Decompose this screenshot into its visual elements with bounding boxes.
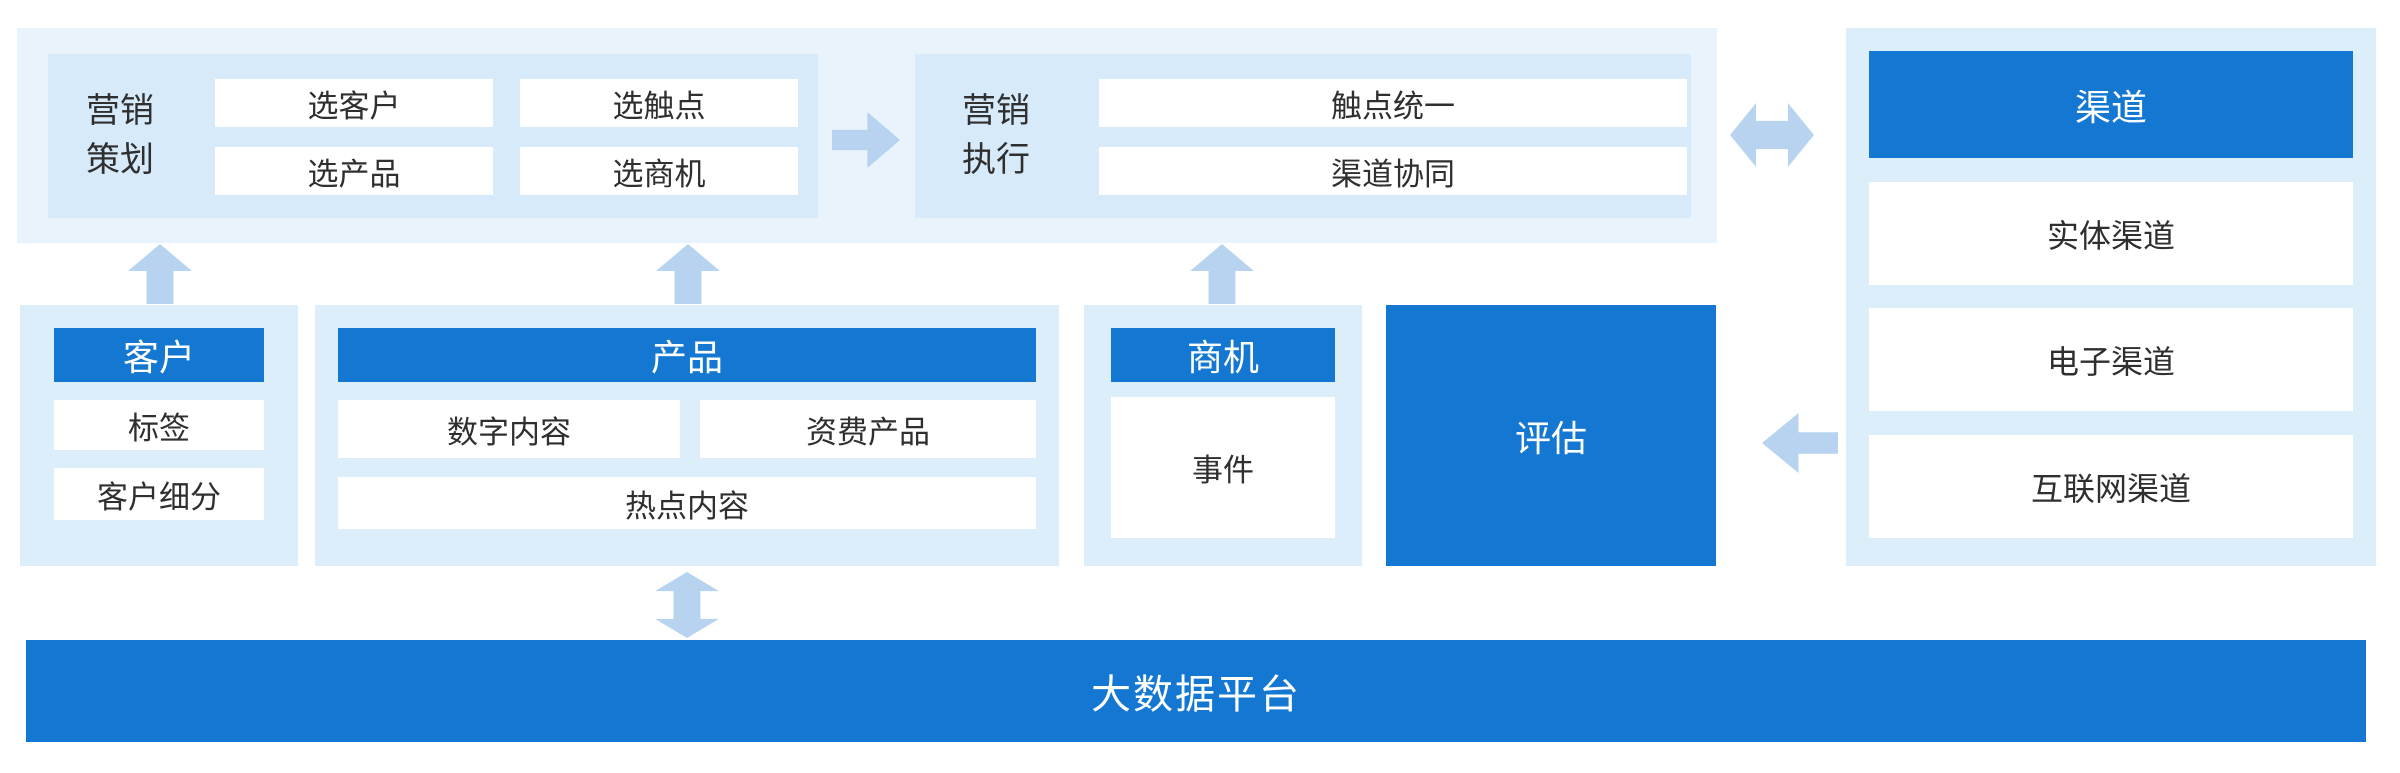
opportunity-item-event: 事件 [1111, 397, 1335, 538]
channel-header: 渠道 [1869, 51, 2353, 158]
product-item-digital-content: 数字内容 [338, 400, 680, 458]
customer-item-segmentation: 客户细分 [54, 468, 264, 520]
opportunity-group: 商机 事件 [1084, 305, 1362, 566]
marketing-planning-label-line2: 策划 [86, 141, 154, 179]
execution-item-touchpoint-unification: 触点统一 [1099, 79, 1687, 127]
evaluation-block: 评估 [1386, 305, 1716, 566]
customer-item-tags: 标签 [54, 400, 264, 450]
planning-item-select-opportunity: 选商机 [520, 147, 798, 195]
product-group: 产品 数字内容 资费产品 热点内容 [315, 305, 1059, 566]
product-header: 产品 [338, 328, 1036, 382]
top-band: 营销 策划 选客户 选触点 选产品 选商机 营销 执行 触点统一 渠道协同 [17, 28, 1717, 243]
opportunity-up-arrow-icon [1190, 244, 1254, 304]
channel-item-internet: 互联网渠道 [1869, 435, 2353, 538]
marketing-execution-label-line1: 营销 [962, 91, 1030, 130]
execution-item-channel-collaboration: 渠道协同 [1099, 147, 1687, 195]
marketing-planning-label: 营销 策划 [86, 54, 154, 218]
product-bigdata-double-arrow-icon [655, 572, 719, 638]
planning-item-select-touchpoint: 选触点 [520, 79, 798, 127]
planning-to-execution-arrow-icon [832, 112, 900, 168]
marketing-execution-label-line2: 执行 [962, 141, 1030, 179]
marketing-execution-panel: 营销 执行 触点统一 渠道协同 [915, 54, 1691, 218]
customer-group: 客户 标签 客户细分 [20, 305, 298, 566]
customer-header: 客户 [54, 328, 264, 382]
marketing-planning-panel: 营销 策划 选客户 选触点 选产品 选商机 [48, 54, 818, 218]
channel-group: 渠道 实体渠道 电子渠道 互联网渠道 [1846, 28, 2376, 566]
big-data-platform-bar: 大数据平台 [26, 640, 2366, 742]
marketing-execution-label: 营销 执行 [962, 54, 1030, 218]
customer-up-arrow-icon [128, 244, 192, 304]
planning-item-select-product: 选产品 [215, 147, 493, 195]
product-item-tariff-products: 资费产品 [700, 400, 1036, 458]
opportunity-header: 商机 [1111, 328, 1335, 382]
marketing-planning-label-line1: 营销 [86, 91, 154, 130]
channel-to-evaluation-arrow-icon [1762, 413, 1838, 473]
product-up-arrow-icon [656, 244, 720, 304]
channel-item-physical: 实体渠道 [1869, 182, 2353, 285]
product-item-hot-content: 热点内容 [338, 477, 1036, 529]
channel-item-electronic: 电子渠道 [1869, 308, 2353, 411]
execution-channel-double-arrow-icon [1730, 103, 1814, 167]
planning-item-select-customer: 选客户 [215, 79, 493, 127]
